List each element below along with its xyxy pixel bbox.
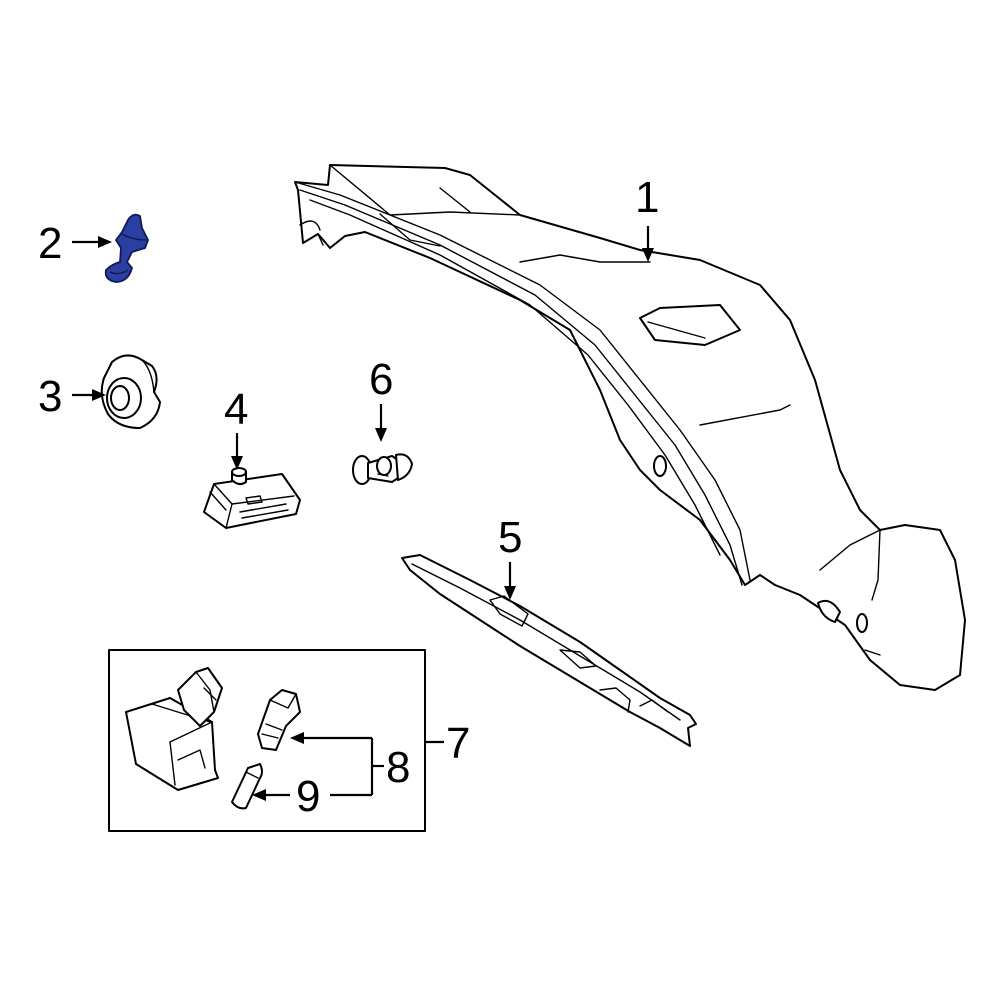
callout-labels: 1 2 3 4 5 6 7 8 9 — [38, 173, 659, 821]
callout-8[interactable]: 8 — [386, 743, 410, 792]
part-2-push-pin[interactable] — [104, 213, 149, 283]
part-8-bulb-socket[interactable] — [257, 689, 301, 751]
callout-6[interactable]: 6 — [369, 355, 393, 404]
part-1-trunk-trim-panel[interactable] — [294, 164, 966, 691]
part-7-group[interactable] — [108, 649, 426, 832]
part-6-retainer-clip[interactable] — [352, 453, 413, 485]
part-3-grommet[interactable] — [100, 354, 161, 429]
leader-lines — [72, 226, 654, 801]
callout-3[interactable]: 3 — [38, 372, 62, 421]
callout-2[interactable]: 2 — [38, 219, 62, 268]
part-7-housing[interactable] — [125, 667, 223, 791]
part-9-bulb[interactable] — [231, 763, 263, 810]
callout-9[interactable]: 9 — [296, 772, 320, 821]
part-5-molding[interactable] — [401, 554, 697, 747]
part-4-lamp-assembly[interactable] — [203, 467, 301, 529]
callout-5[interactable]: 5 — [498, 513, 522, 562]
callout-7[interactable]: 7 — [446, 719, 470, 768]
callout-4[interactable]: 4 — [224, 385, 248, 434]
callout-1[interactable]: 1 — [635, 173, 659, 222]
